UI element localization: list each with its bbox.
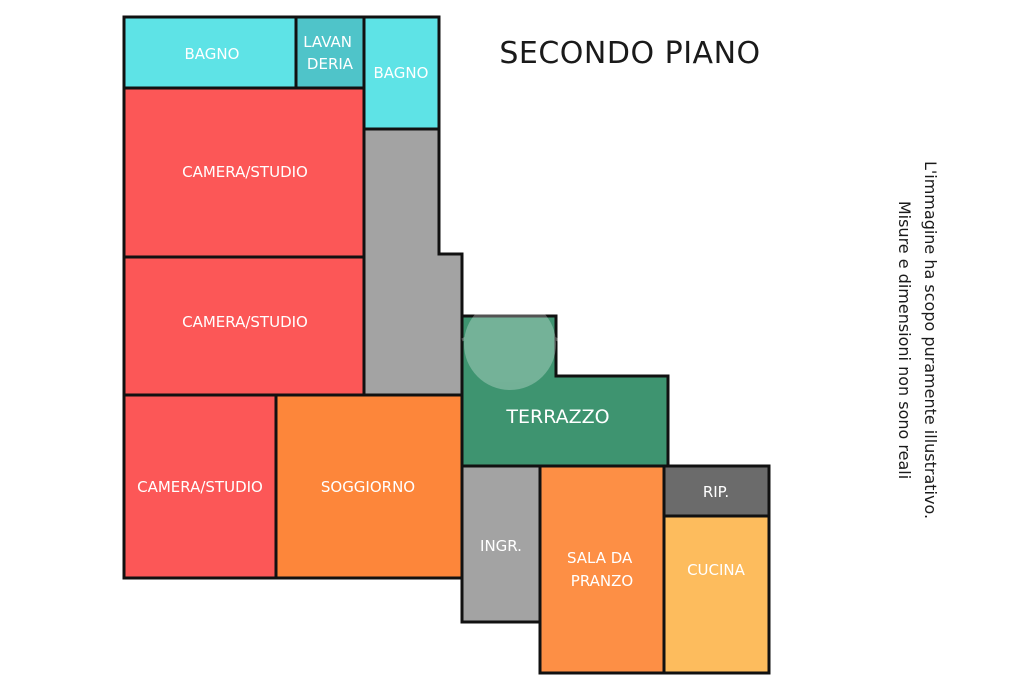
room-bagno-1 bbox=[122, 15, 298, 90]
label-bagno-2: BAGNO bbox=[374, 64, 429, 82]
room-soggiorno bbox=[274, 393, 464, 580]
label-lavanderia-line2: DERIA bbox=[307, 55, 354, 73]
label-terrazzo: TERRAZZO bbox=[505, 406, 609, 428]
floor-title: SECONDO PIANO bbox=[499, 36, 761, 71]
room-camera-3 bbox=[122, 393, 278, 580]
label-ingresso: INGR. bbox=[480, 537, 522, 555]
room-ingresso bbox=[460, 464, 542, 624]
label-camera-2: CAMERA/STUDIO bbox=[182, 313, 308, 331]
label-lavanderia-line1: LAVAN bbox=[303, 33, 352, 51]
room-corridoio bbox=[362, 127, 464, 397]
label-ripostiglio: RIP. bbox=[703, 483, 729, 501]
disclaimer-text: L'immagine ha scopo puramente illustrati… bbox=[891, 161, 943, 519]
label-camera-3: CAMERA/STUDIO bbox=[137, 478, 263, 496]
room-sala-da-pranzo bbox=[538, 464, 666, 675]
label-sala-da-pranzo: SALA DA PRANZO bbox=[567, 549, 637, 590]
room-cucina bbox=[662, 514, 771, 675]
disclaimer-line-1: L'immagine ha scopo puramente illustrati… bbox=[921, 160, 940, 520]
label-sala-line2: PRANZO bbox=[571, 572, 633, 590]
label-lavanderia: LAVAN DERIA bbox=[303, 33, 357, 73]
room-ripostiglio bbox=[662, 464, 771, 518]
label-soggiorno: SOGGIORNO bbox=[321, 478, 415, 496]
room-camera-2 bbox=[122, 255, 366, 397]
room-camera-1 bbox=[122, 86, 366, 259]
disclaimer-line-2: Misure e dimensioni non sono reali bbox=[895, 200, 914, 480]
watermark-logo bbox=[461, 298, 559, 390]
label-camera-1: CAMERA/STUDIO bbox=[182, 163, 308, 181]
label-bagno-1: BAGNO bbox=[185, 45, 240, 63]
label-cucina: CUCINA bbox=[687, 561, 746, 579]
label-sala-line1: SALA DA bbox=[567, 549, 633, 567]
room-lavanderia bbox=[294, 15, 366, 90]
